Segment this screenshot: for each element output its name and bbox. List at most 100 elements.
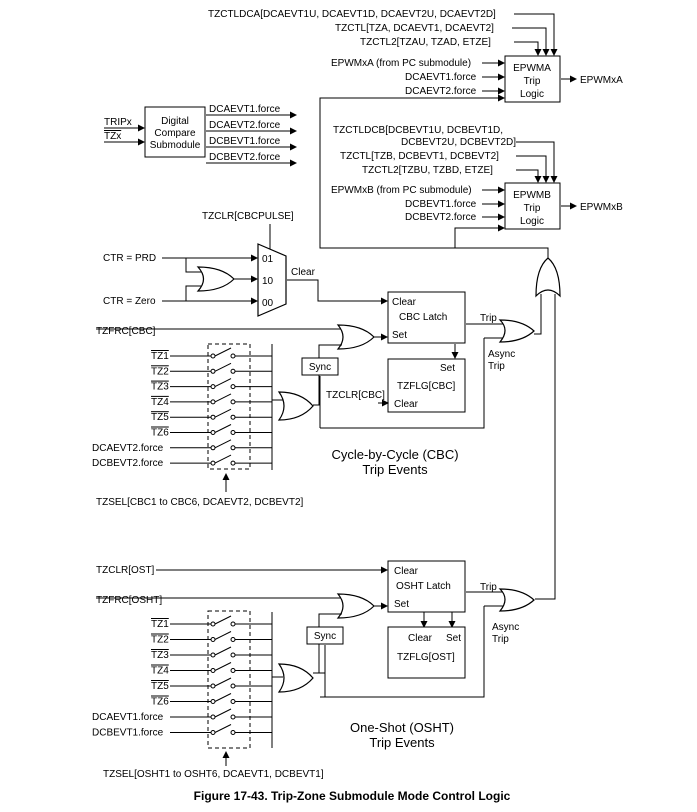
cbc-input-label: TZ1 <box>151 351 169 362</box>
svg-text:Clear: Clear <box>394 566 419 577</box>
osht-input-row: TZ1 <box>151 615 272 630</box>
svg-text:Trip: Trip <box>492 634 509 645</box>
cbc-input-label: TZ2 <box>151 366 169 377</box>
svg-text:Set: Set <box>394 599 409 610</box>
cbc-input-label: TZ4 <box>151 397 169 408</box>
tzsel-switch[interactable] <box>214 631 232 640</box>
switch-contact-left <box>210 445 216 451</box>
svg-text:Trip: Trip <box>488 361 505 372</box>
cbc-input-row: TZ2 <box>151 362 272 377</box>
tzx-input: TZx <box>104 131 121 142</box>
epwmxa-pc-input: EPWMxA (from PC submodule) <box>331 58 471 69</box>
tzctl-a-label: TZCTL[TZA, DCAEVT1, DCAEVT2] <box>335 23 494 34</box>
tripx-input: TRIPx <box>104 117 132 128</box>
cbc-trip-or-gate <box>498 319 535 343</box>
svg-text:Trip: Trip <box>524 203 541 214</box>
svg-text:EPWMB: EPWMB <box>513 190 551 201</box>
cbc-input-label: DCBEVT2.force <box>92 458 164 469</box>
tzsel-switch[interactable] <box>214 615 232 625</box>
osht-input-label: DCBEVT1.force <box>92 728 164 739</box>
tzfrc-cbc-label: TZFRC[CBC] <box>96 326 156 337</box>
switch-contact-left <box>210 652 216 658</box>
osht-input-label: TZ4 <box>151 666 169 677</box>
tzsel-switch[interactable] <box>214 378 232 388</box>
switch-contact-left <box>210 668 216 673</box>
switch-contact-left <box>210 353 216 359</box>
tzsel-switch[interactable] <box>214 347 232 357</box>
switch-contact-right <box>230 683 236 689</box>
epwmxb-pc-input: EPWMxB (from PC submodule) <box>331 185 472 196</box>
tzsel-switch[interactable] <box>214 393 232 403</box>
cbc-trip-label: Trip <box>480 313 497 324</box>
switch-contact-right <box>230 730 236 735</box>
tzclr-ost-label: TZCLR[OST] <box>96 565 155 576</box>
cbc-input-or-gate <box>277 391 314 421</box>
tzsel-switch[interactable] <box>214 362 232 372</box>
tzsel-switch[interactable] <box>214 724 232 733</box>
svg-text:Digital: Digital <box>161 116 189 127</box>
dc-out-dcbevt1: DCBEVT1.force <box>209 136 281 147</box>
svg-text:OSHT Latch: OSHT Latch <box>396 581 451 592</box>
svg-text:01: 01 <box>262 254 274 265</box>
tzsel-switch[interactable] <box>214 424 232 433</box>
cbc-tzsel-switch-box <box>207 343 251 470</box>
cbc-input-list: TZ1TZ2TZ3TZ4TZ5TZ6DCAEVT2.forceDCBEVT2.f… <box>92 347 272 469</box>
dcaevt2-force-label: DCAEVT2.force <box>405 86 477 97</box>
svg-text:Async: Async <box>488 349 515 360</box>
dcbevt1-force-label: DCBEVT1.force <box>405 199 477 210</box>
cbc-input-label: DCAEVT2.force <box>92 443 164 454</box>
svg-text:Sync: Sync <box>314 631 336 642</box>
osht-trip-or-gate <box>498 588 535 612</box>
tzctl2-a-label: TZCTL2[TZAU, TZAD, ETZE] <box>360 37 491 48</box>
svg-text:Set: Set <box>446 633 461 644</box>
epwmb-section: TZCTLDCB[DCBEVT1U, DCBEVT1D, DCBEVT2U, D… <box>331 125 623 230</box>
osht-input-row: DCBEVT1.force <box>92 724 272 739</box>
cbc-set-or-gate <box>336 324 375 350</box>
tzsel-switch[interactable] <box>214 662 232 671</box>
cbc-latch <box>387 291 466 344</box>
osht-tzsel-label: TZSEL[OSHT1 to OSHT6, DCAEVT1, DCBEVT1] <box>103 769 324 780</box>
osht-title-2: Trip Events <box>369 735 435 750</box>
tzsel-switch[interactable] <box>214 439 232 449</box>
osht-input-row: DCAEVT1.force <box>92 708 272 723</box>
cbc-mux <box>257 243 287 317</box>
epwma-trip-logic-block <box>504 55 561 103</box>
digital-compare-block <box>144 106 206 158</box>
osht-title-1: One-Shot (OSHT) <box>350 720 454 735</box>
switch-contact-right <box>230 445 236 451</box>
switch-contact-right <box>230 414 236 420</box>
digital-compare-section: Digital Compare Submodule TRIPx TZx DCAE… <box>104 104 297 167</box>
osht-input-row: TZ4 <box>151 662 272 677</box>
dc-out-dcaevt2: DCAEVT2.force <box>209 120 281 131</box>
osht-input-row: TZ6 <box>151 693 272 708</box>
tzsel-switch[interactable] <box>214 708 232 718</box>
ctr-prd-label: CTR = PRD <box>103 253 156 264</box>
svg-text:TZFLG[CBC]: TZFLG[CBC] <box>397 381 456 392</box>
tzsel-switch[interactable] <box>214 677 232 687</box>
mux-clear-label: Clear <box>291 267 316 278</box>
switch-contact-left <box>210 460 216 466</box>
epwma-section: TZCTLDCA[DCAEVT1U, DCAEVT1D, DCAEVT2U, D… <box>208 9 623 103</box>
cbc-title-1: Cycle-by-Cycle (CBC) <box>331 447 458 462</box>
cbc-sync-block <box>301 357 339 376</box>
switch-contact-right <box>230 460 236 466</box>
svg-text:Logic: Logic <box>520 89 544 100</box>
osht-sync-block <box>306 626 344 645</box>
tzctl2-b-label: TZCTL2[TZBU, TZBD, ETZE] <box>362 165 493 176</box>
tzsel-switch[interactable] <box>214 454 232 464</box>
switch-contact-left <box>210 621 216 627</box>
epwmb-trip-logic-block <box>504 182 561 230</box>
tzsel-switch[interactable] <box>214 646 232 656</box>
figure-caption: Figure 17-43. Trip-Zone Submodule Mode C… <box>194 789 511 803</box>
switch-contact-right <box>230 668 236 673</box>
osht-input-row: TZ2 <box>151 631 272 646</box>
final-or-gate <box>535 257 561 298</box>
tzsel-switch[interactable] <box>214 693 232 702</box>
tzsel-switch[interactable] <box>214 408 232 418</box>
switch-contact-left <box>210 714 216 720</box>
cbc-tzflg <box>387 358 466 413</box>
tzctldcb-label-b: DCBEVT2U, DCBEVT2D] <box>401 137 516 148</box>
ctr-zero-label: CTR = Zero <box>103 296 156 307</box>
osht-section: TZCLR[OST] TZFRC[OSHT] Clear OSHT Latch … <box>92 560 535 780</box>
